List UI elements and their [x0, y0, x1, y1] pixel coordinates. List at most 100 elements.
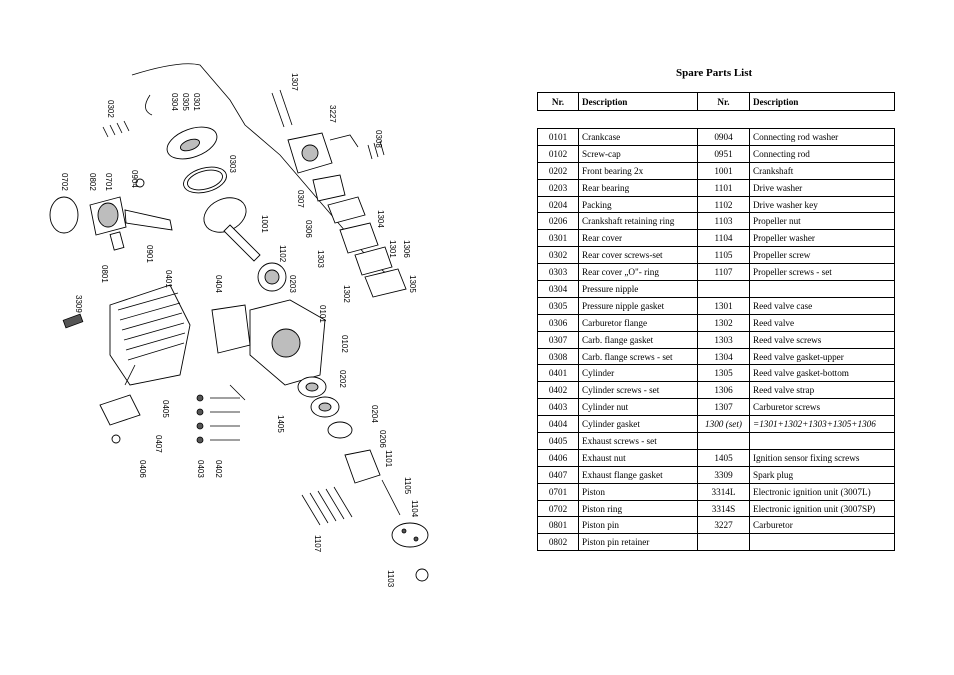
diagram-part-label: 0302 [106, 100, 115, 118]
part-number: 0404 [537, 415, 579, 434]
part-number-2: 1303 [697, 330, 750, 349]
part-description: Exhaust screws - set [578, 432, 698, 450]
part-number-2 [697, 533, 750, 552]
diagram-part-label: 1001 [260, 215, 269, 233]
diagram-part-label: 1307 [290, 73, 299, 91]
part-number-2: 1304 [697, 347, 750, 366]
diagram-part-label: 1101 [384, 450, 393, 468]
part-description-2: Carburetor screws [749, 398, 895, 417]
part-number-2: 3227 [697, 516, 750, 535]
part-number: 0302 [537, 246, 579, 265]
diagram-part-label: 0405 [161, 400, 170, 418]
diagram-part-label: 0802 [88, 173, 97, 191]
part-description-2: Crankshaft [749, 161, 895, 180]
diagram-part-label: 1304 [376, 210, 385, 228]
part-number: 0102 [537, 144, 579, 163]
part-description-2: Reed valve strap [749, 381, 895, 400]
diagram-part-label: 1105 [403, 477, 412, 495]
propeller-screws-shape [301, 486, 353, 526]
part-number-2: 1305 [697, 364, 750, 383]
part-description-2 [749, 432, 895, 450]
part-description: Piston [578, 482, 698, 501]
part-number: 0401 [537, 364, 579, 383]
part-description: Rear cover screws-set [578, 246, 698, 265]
header-nr: Nr. [537, 92, 579, 111]
part-number: 0802 [537, 533, 579, 552]
diagram-part-label: 1301 [388, 240, 397, 258]
spark-plug-shape [62, 313, 84, 329]
part-number: 0203 [537, 178, 579, 197]
rear-cover-screws-shape [102, 120, 130, 138]
part-number: 0403 [537, 398, 579, 417]
propeller-washer-shape [391, 522, 429, 548]
part-description-2: Reed valve screws [749, 330, 895, 349]
diagram-part-label: 1405 [276, 415, 285, 433]
cylinder-gasket-shape [211, 304, 251, 354]
part-number-2: 1301 [697, 296, 750, 315]
part-description-2: Carburetor [749, 516, 895, 535]
part-description-2: Electronic ignition unit (3007SP) [749, 499, 895, 518]
part-description-2: Drive washer key [749, 195, 895, 214]
part-description: Pressure nipple [578, 280, 698, 298]
reed-valve-shape [339, 222, 407, 298]
part-number-2: 1105 [697, 246, 750, 265]
diagram-part-label: 0406 [138, 460, 147, 478]
diagram-part-label: 0206 [378, 430, 387, 448]
part-number-2: 1102 [697, 195, 750, 214]
part-number: 0202 [537, 161, 579, 180]
part-number-2: 3314L [697, 482, 750, 501]
part-description: Cylinder nut [578, 398, 698, 417]
diagram-part-label: 0401 [164, 270, 173, 288]
diagram-part-label: 1306 [402, 240, 411, 258]
part-description-2: Connecting rod washer [749, 128, 895, 146]
part-description-2 [749, 533, 895, 552]
part-description: Carb. flange screws - set [578, 347, 698, 366]
part-description: Piston ring [578, 499, 698, 518]
carb-flange-screws-shape [367, 140, 385, 160]
part-number-2 [697, 280, 750, 298]
connecting-rod-shape [124, 209, 173, 231]
diagram-part-label: 0801 [100, 265, 109, 283]
part-number: 0308 [537, 347, 579, 366]
part-description: Front bearing 2x [578, 161, 698, 180]
diagram-part-label: 0901 [145, 245, 154, 263]
part-number: 0206 [537, 212, 579, 231]
part-description: Pressure nipple gasket [578, 296, 698, 315]
part-number: 0306 [537, 313, 579, 332]
part-number-2: 1104 [697, 229, 750, 248]
part-description: Rear cover „O"- ring [578, 263, 698, 282]
part-description: Packing [578, 195, 698, 214]
part-description: Carb. flange gasket [578, 330, 698, 349]
part-description: Screw-cap [578, 144, 698, 163]
carburetor-shape [287, 132, 359, 174]
diagram-part-label: 3227 [328, 105, 337, 123]
header-nr-2: Nr. [697, 92, 750, 111]
part-description-2: Reed valve gasket-upper [749, 347, 895, 366]
diagram-part-label: 0202 [338, 370, 347, 388]
header-row: Nr. Description Nr. Description [537, 92, 895, 111]
part-description: Piston pin [578, 516, 698, 535]
part-number-2: 3309 [697, 465, 750, 484]
parts-table-header: Nr. Description Nr. Description [537, 92, 895, 111]
diagram-part-label: 1103 [386, 570, 395, 588]
diagram-part-label: 0304 [170, 93, 179, 111]
part-number: 0301 [537, 229, 579, 248]
part-number: 0406 [537, 448, 579, 467]
cylinder-shape [109, 284, 191, 386]
part-number-2: 1302 [697, 313, 750, 332]
